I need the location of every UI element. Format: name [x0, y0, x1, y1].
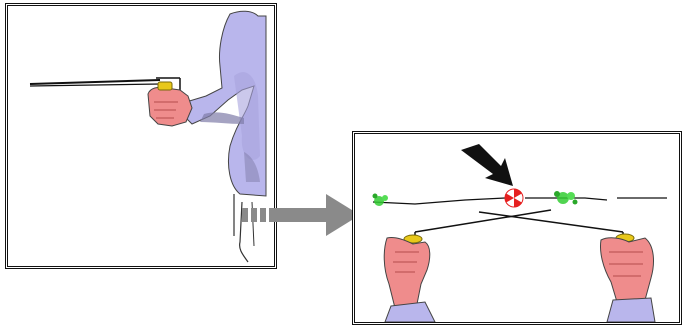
panel-after — [352, 131, 682, 325]
debris-left-icon — [373, 194, 389, 207]
sleeve-torso — [184, 11, 266, 196]
break-point-icon — [505, 189, 523, 207]
hand-right — [600, 238, 655, 322]
right-arrow-icon — [238, 190, 364, 240]
hand — [148, 87, 192, 126]
clamp-icon — [158, 82, 172, 90]
pointer-arrow-icon — [461, 144, 513, 186]
person-holding-fiber-illustration — [8, 6, 274, 266]
hand-left — [384, 237, 435, 322]
fiber-break-illustration — [355, 134, 679, 322]
debris-right-icon — [554, 191, 578, 205]
panel-before — [5, 3, 277, 269]
tension-lines — [415, 210, 623, 238]
